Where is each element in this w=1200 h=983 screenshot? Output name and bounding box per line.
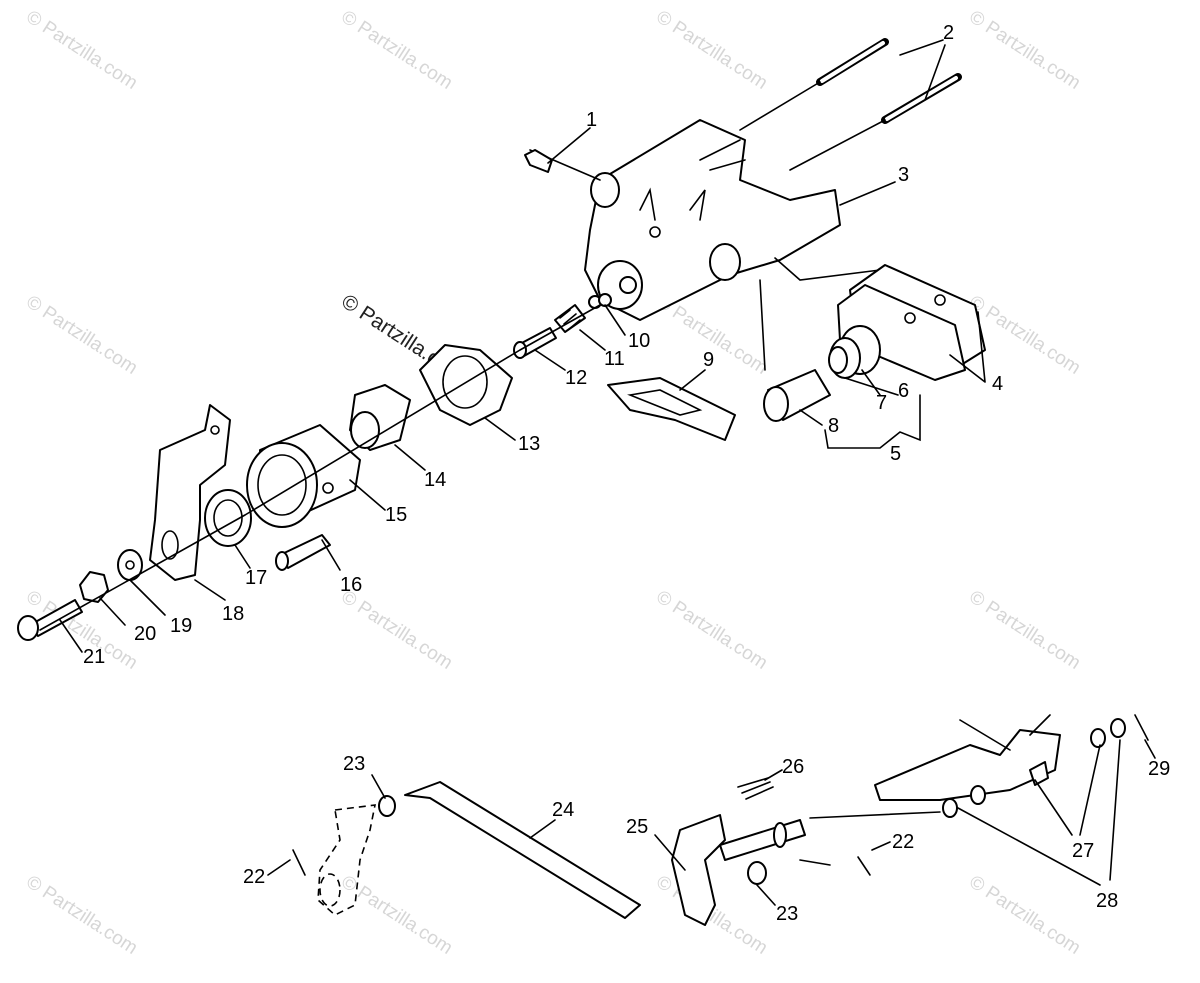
part-27-bushings (970, 728, 1106, 805)
part-26-spring (737, 777, 774, 800)
callout-17: 17 (245, 567, 267, 589)
callout-5: 5 (890, 443, 901, 465)
part-28-washers (942, 718, 1126, 818)
part-4-pads (837, 264, 986, 381)
part-8-piston (763, 369, 831, 422)
callout-14: 14 (424, 469, 446, 491)
callout-9: 9 (703, 349, 714, 371)
watermark: © Partzilla.com (22, 7, 141, 94)
part-15-cylinder (246, 424, 361, 528)
part-2-pins (739, 38, 962, 171)
callout-16: 16 (340, 574, 362, 596)
part-22-pin-right (857, 856, 871, 876)
callout-15: 15 (385, 504, 407, 526)
callout-8: 8 (828, 415, 839, 437)
callout-7: 7 (876, 392, 887, 414)
watermark: © Partzilla.com (337, 587, 456, 674)
callout-22-right: 22 (892, 831, 914, 853)
watermark: © Partzilla.com (337, 872, 456, 959)
part-23-washer-right (747, 861, 767, 885)
callout-18: 18 (222, 603, 244, 625)
callout-28: 28 (1096, 890, 1118, 912)
callout-6: 6 (898, 380, 909, 402)
callout-20: 20 (134, 623, 156, 645)
watermark: © Partzilla.com (22, 872, 141, 959)
part-22-bracket-left (317, 804, 377, 916)
watermark: © Partzilla.com (652, 7, 771, 94)
callout-24: 24 (552, 799, 574, 821)
callout-29: 29 (1148, 758, 1170, 780)
part-17-seal (204, 489, 252, 547)
watermark: © Partzilla.com (652, 872, 771, 959)
part-29-pin (1134, 714, 1149, 741)
callout-23-right: 23 (776, 903, 798, 925)
callout-22-left: 22 (243, 866, 265, 888)
part-21-bolt (17, 599, 83, 641)
part-14-housing (349, 384, 411, 451)
part-18-bracket (149, 404, 231, 581)
part-24-rod (404, 781, 641, 919)
callout-10: 10 (628, 330, 650, 352)
leader-lines (59, 39, 1156, 906)
callout-13: 13 (518, 433, 540, 455)
callout-23-left: 23 (343, 753, 365, 775)
part-20-nut (79, 571, 109, 603)
part-25-pedal-lever (671, 814, 806, 926)
callout-27: 27 (1072, 840, 1094, 862)
watermark: © Partzilla.com (22, 292, 141, 379)
part-1-bleeder (524, 149, 553, 173)
callout-19: 19 (170, 615, 192, 637)
callout-12: 12 (565, 367, 587, 389)
callouts: 1 2 3 4 5 6 7 8 9 10 11 12 13 14 15 16 1… (83, 22, 1170, 925)
callout-1: 1 (586, 109, 597, 131)
part-22-pin-left (292, 849, 306, 876)
callout-4: 4 (992, 373, 1003, 395)
assembly-axis (39, 304, 601, 631)
watermark: © Partzilla.com (965, 872, 1084, 959)
callout-25: 25 (626, 816, 648, 838)
part-16-bolt (275, 534, 331, 571)
callout-3: 3 (898, 164, 909, 186)
callout-11: 11 (604, 348, 625, 370)
footrest (799, 714, 1061, 866)
part-13-gasket (419, 344, 513, 426)
callout-2: 2 (943, 22, 954, 44)
callout-26: 26 (782, 756, 804, 778)
watermark: © Partzilla.com (337, 7, 456, 94)
part-23-washer-left (378, 795, 396, 817)
watermark: © Partzilla.com (965, 587, 1084, 674)
watermark: © Partzilla.com (652, 587, 771, 674)
watermark: © Partzilla.com (965, 7, 1084, 94)
part-9-pad-spring (607, 377, 736, 441)
callout-21: 21 (83, 646, 105, 668)
part-6-7-piston-seals (828, 325, 881, 379)
